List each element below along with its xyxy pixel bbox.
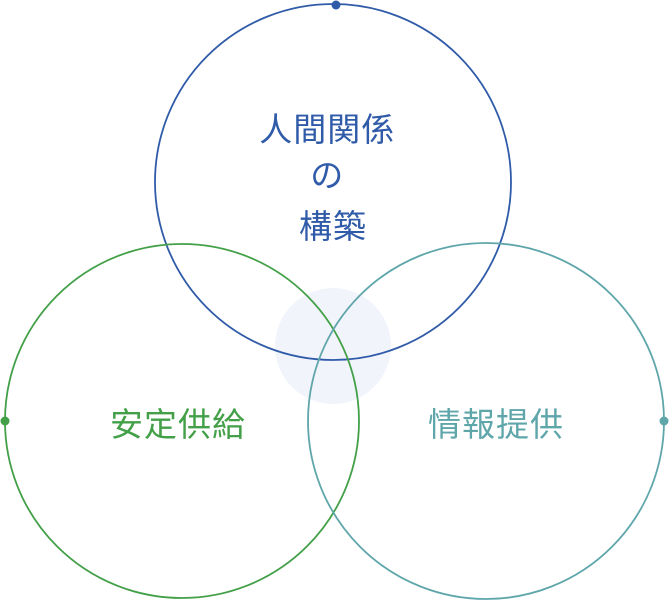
circle-top-label: 人間関係 の 構築 (259, 110, 407, 246)
center-highlight (275, 288, 391, 404)
circle-left-group: 安定供給 (0, 243, 360, 599)
circle-top-label-line: 構築 (299, 207, 367, 246)
circle-right-group: 情報提供 (307, 242, 669, 600)
circle-left-label-line: 安定供給 (110, 405, 246, 444)
circle-left-label: 安定供給 (110, 405, 246, 444)
circle-right-dot (659, 416, 669, 426)
circle-right-label: 情報提供 (428, 405, 564, 444)
circle-left-dot (0, 416, 10, 426)
circle-top-label-line: 人間関係 (259, 110, 395, 149)
circle-top-group: 人間関係 の 構築 (154, 0, 512, 361)
circle-right-label-line: 情報提供 (428, 405, 564, 444)
circle-top-label-line: の (310, 156, 344, 195)
circle-top-dot (331, 0, 341, 10)
